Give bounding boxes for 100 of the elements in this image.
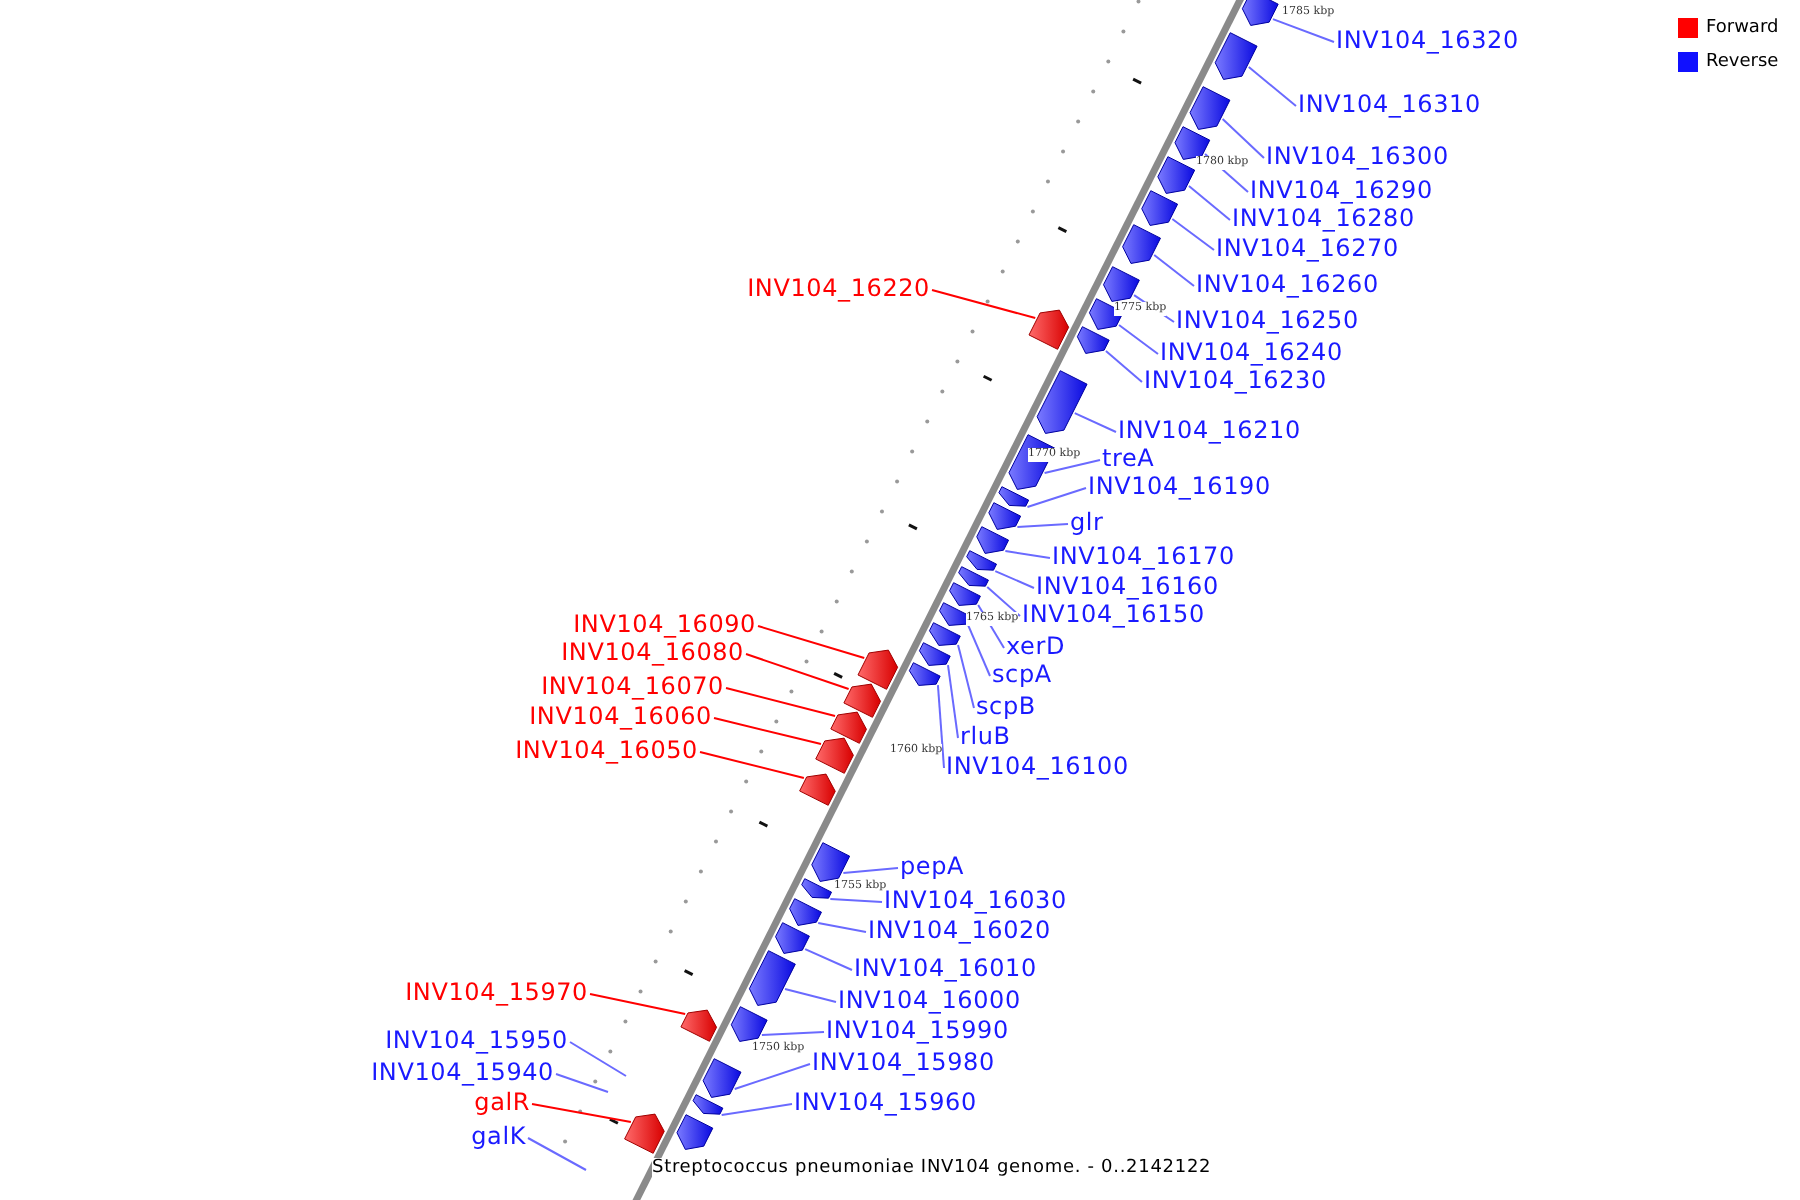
gene-label: INV104_15960	[794, 1088, 977, 1116]
gene-label: INV104_15990	[826, 1016, 1009, 1044]
gene-label: INV104_16220	[747, 274, 930, 302]
gene-block	[789, 898, 822, 926]
gene-label: scpA	[992, 660, 1052, 688]
leader-line	[804, 948, 853, 971]
gene-label: galR	[474, 1088, 530, 1116]
leader-line	[967, 624, 991, 677]
gene-label: galK	[471, 1122, 526, 1150]
gene-label: INV104_16320	[1336, 26, 1519, 54]
gene-block	[928, 622, 961, 646]
leader-line	[1221, 118, 1265, 159]
gene-block	[998, 486, 1030, 507]
leader-line	[947, 664, 959, 739]
gene-label: glr	[1070, 508, 1104, 536]
gene-block	[730, 1006, 768, 1042]
legend-label: Forward	[1706, 18, 1779, 38]
gene-block	[949, 582, 981, 606]
leader-line	[829, 898, 883, 903]
gene-label: INV104_16230	[1144, 366, 1327, 394]
leader-line	[589, 993, 687, 1016]
gene-label: xerD	[1006, 632, 1065, 660]
leader-line	[527, 1137, 587, 1171]
gene-label: INV104_16300	[1266, 142, 1449, 170]
gene-label: INV104_15940	[371, 1058, 554, 1086]
gene-block	[988, 502, 1022, 530]
gene-block	[775, 922, 810, 954]
leader-line	[1043, 459, 1101, 475]
gene-block	[1122, 224, 1161, 264]
gene-label: INV104_16310	[1298, 90, 1481, 118]
gene-block	[1189, 86, 1231, 130]
gene-block	[966, 550, 997, 571]
leader-line	[1004, 550, 1051, 559]
leader-line	[1187, 185, 1231, 221]
gene-label: pepA	[900, 852, 965, 880]
gene-block	[799, 773, 836, 806]
gene-block	[1076, 326, 1110, 354]
leader-line	[842, 867, 899, 875]
leader-line	[757, 625, 866, 660]
leader-line	[931, 289, 1037, 320]
gene-block	[958, 566, 989, 587]
gene-block	[1141, 190, 1179, 226]
gene-label: INV104_16050	[515, 736, 698, 764]
gene-block	[692, 1094, 724, 1115]
leader-line	[531, 1103, 632, 1124]
legend-label: Reverse	[1706, 52, 1779, 72]
gene-label: INV104_16270	[1216, 234, 1399, 262]
gene-label: INV104_16290	[1250, 176, 1433, 204]
leader-line	[733, 1063, 811, 1091]
gene-block	[857, 649, 899, 690]
gene-label: INV104_16010	[854, 954, 1037, 982]
gene-block	[843, 683, 882, 718]
leader-line	[1026, 487, 1087, 509]
gene-block	[815, 737, 854, 774]
gene-block	[830, 711, 867, 744]
leader-line	[713, 717, 822, 746]
leader-line	[1016, 523, 1069, 529]
gene-label: INV104_16000	[838, 986, 1021, 1014]
gene-block	[801, 878, 832, 899]
gene-label: INV104_15950	[385, 1026, 568, 1054]
gene-block	[939, 602, 971, 626]
leader-line	[699, 751, 805, 780]
leader-line	[569, 1041, 627, 1077]
gene-label: INV104_15980	[812, 1048, 995, 1076]
leader-line	[720, 1103, 793, 1117]
gene-label: INV104_16210	[1118, 416, 1301, 444]
gene-label: INV104_16060	[529, 702, 712, 730]
gene-block	[908, 662, 941, 686]
leader-line	[784, 988, 837, 1003]
gene-label: rluB	[960, 722, 1011, 750]
leader-line	[936, 684, 945, 769]
leader-line	[1118, 324, 1159, 355]
gene-label: INV104_16090	[573, 610, 756, 638]
gene-label: INV104_16170	[1052, 542, 1235, 570]
leader-line	[994, 570, 1035, 589]
leader-line	[986, 586, 1021, 617]
gene-label: INV104_16250	[1176, 306, 1359, 334]
leader-line	[745, 653, 850, 691]
gene-block	[1028, 309, 1070, 350]
gene-label: treA	[1102, 444, 1155, 472]
gene-label: INV104_16070	[541, 672, 724, 700]
gene-label: INV104_16160	[1036, 572, 1219, 600]
leader-line	[817, 922, 867, 933]
gene-block	[1241, 0, 1279, 26]
gene-block	[918, 642, 951, 666]
gene-label: INV104_16080	[561, 638, 744, 666]
gene-block	[1103, 266, 1140, 302]
gene-label: INV104_16260	[1196, 270, 1379, 298]
leader-line	[1247, 66, 1297, 107]
gene-label: INV104_16030	[884, 886, 1067, 914]
caption: Streptococcus pneumoniae INV104 genome. - 0..2142122	[652, 1158, 1212, 1180]
gene-label: INV104_16240	[1160, 338, 1343, 366]
gene-block	[1036, 370, 1088, 434]
leader-line	[1171, 218, 1215, 251]
leader-line	[1153, 254, 1195, 287]
gene-label: INV104_16100	[946, 752, 1129, 780]
gene-block	[976, 526, 1010, 554]
gene-label: INV104_16190	[1088, 472, 1271, 500]
leader-line	[1104, 350, 1143, 383]
gene-block	[1214, 32, 1258, 80]
